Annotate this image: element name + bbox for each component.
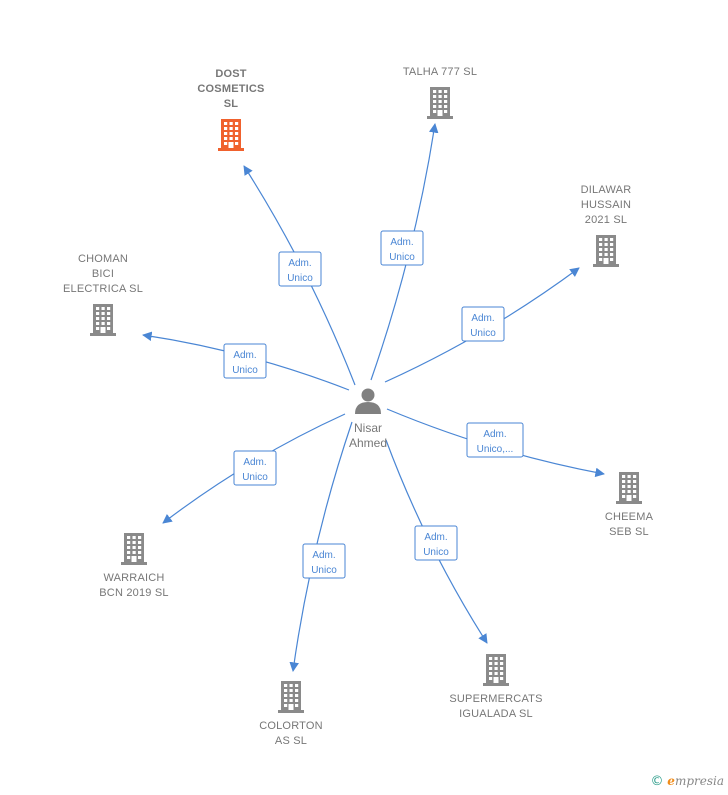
edge-warraich[interactable]: Adm. Unico [162,413,346,524]
company-node-warraich[interactable]: WARRAICH BCN 2019 SL [99,533,169,599]
brand-logo-text: mpresia [674,774,724,788]
edge-supermercats[interactable]: Adm. Unico [385,439,488,644]
building-icon [483,654,509,686]
empresia-brand[interactable]: © empresia [650,774,724,789]
building-icon [427,87,453,119]
edge-cheema[interactable]: Adm. Unico,... [386,408,605,478]
edge-dilawar[interactable]: Adm. Unico [384,267,580,383]
edge-dost[interactable]: Adm. Unico [243,165,356,386]
relation-label-text: Unico [287,273,313,284]
relation-label-box[interactable]: Adm. Unico [223,343,267,379]
relation-label-text: Unico [242,472,268,483]
relation-label-text: Unico [389,252,415,263]
company-node-talha[interactable]: TALHA 777 SL [403,66,477,119]
building-icon [616,472,642,504]
person-name: Nisar [354,421,382,435]
company-name: TALHA 777 SL [403,66,477,78]
relation-label-text: Adm. [483,429,506,440]
relation-label-box[interactable]: Adm. Unico [302,543,346,579]
person-name: Ahmed [349,436,387,450]
company-name: COSMETICS [197,83,264,95]
relation-label-text: Adm. [233,350,256,361]
relation-label-text: Unico,... [477,444,514,455]
company-node-cheema[interactable]: CHEEMA SEB SL [605,472,654,538]
edge-talha[interactable]: Adm. Unico [370,123,439,381]
company-name: COLORTON [259,720,323,732]
brand-logo-initial: e [667,774,675,788]
nodes-layer: DOST COSMETICS SL TALHA 777 SL DILAWAR HUSSAI… [63,66,654,747]
company-name: CHEEMA [605,511,654,523]
relation-label-text: Adm. [471,313,494,324]
company-name: SEB SL [609,526,649,538]
person-icon [355,388,381,414]
company-name: BICI [92,268,114,280]
building-icon [121,533,147,565]
relation-label-text: Adm. [424,532,447,543]
relation-label-text: Unico [311,565,337,576]
relation-label-text: Adm. [312,550,335,561]
company-name: AS SL [275,735,307,747]
copyright-icon: © [650,774,664,789]
company-name: SL [224,98,239,110]
edges-layer: Adm.UnicoAdm.UnicoAdm.UnicoAdm.UnicoAdm.… [142,123,605,672]
relation-label-box[interactable]: Adm. Unico,... [466,422,524,458]
relation-label-text: Unico [470,328,496,339]
company-name: IGUALADA SL [459,708,533,720]
company-name: 2021 SL [585,214,627,226]
building-icon [278,681,304,713]
relation-label-text: Unico [232,365,258,376]
company-node-choman[interactable]: CHOMAN BICI ELECTRICA SL [63,253,143,336]
relation-label-text: Adm. [288,258,311,269]
building-icon [90,304,116,336]
relation-label-box[interactable]: Adm. Unico [278,251,322,287]
company-name: WARRAICH [103,572,164,584]
company-name: DILAWAR [581,184,632,196]
company-name: CHOMAN [78,253,128,265]
edge-colorton[interactable]: Adm. Unico [289,421,353,672]
building-icon [218,119,244,151]
company-name: DOST [215,68,246,80]
company-name: BCN 2019 SL [99,587,168,599]
company-node-supermercats[interactable]: SUPERMERCATS IGUALADA SL [449,654,542,720]
company-name: HUSSAIN [581,199,631,211]
relation-label-text: Adm. [243,457,266,468]
relation-label-box[interactable]: Adm. Unico [233,450,277,486]
company-node-dost[interactable]: DOST COSMETICS SL [197,68,264,151]
edge-choman[interactable]: Adm. Unico [142,331,350,391]
building-icon [593,235,619,267]
relation-label-text: Adm. [390,237,413,248]
company-name: ELECTRICA SL [63,283,143,295]
relation-label-text: Unico [423,547,449,558]
company-node-colorton[interactable]: COLORTON AS SL [259,681,323,747]
relation-label-box[interactable]: Adm. Unico [380,230,424,266]
company-node-dilawar[interactable]: DILAWAR HUSSAIN 2021 SL [581,184,632,267]
relation-label-box[interactable]: Adm. Unico [461,306,505,342]
relation-label-box[interactable]: Adm. Unico [414,525,458,561]
company-name: SUPERMERCATS [449,693,542,705]
